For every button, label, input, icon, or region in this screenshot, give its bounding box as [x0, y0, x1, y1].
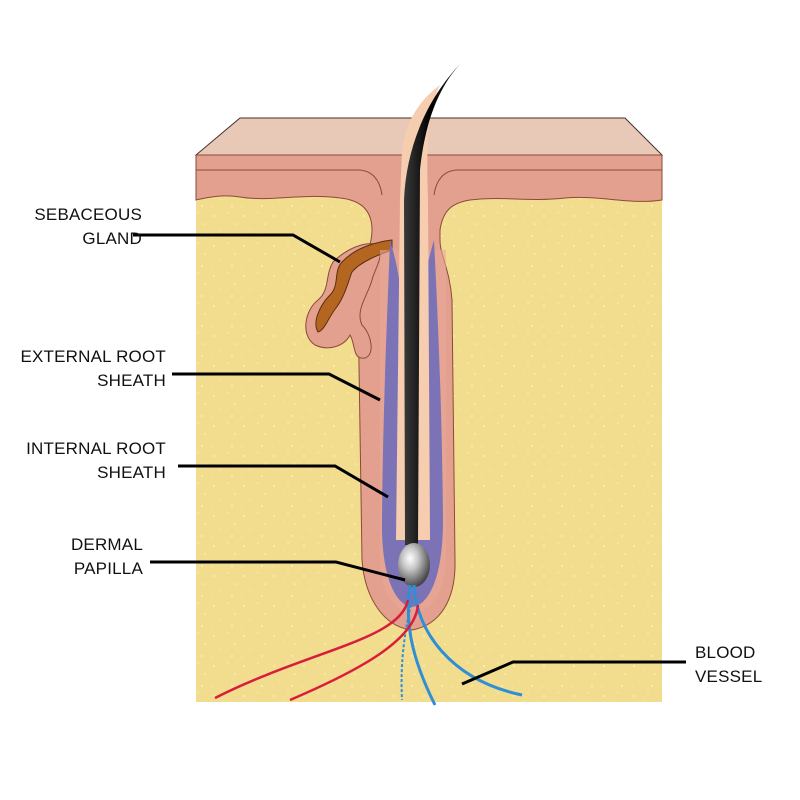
- label-sebaceous-gland: SEBACEOUS GLAND: [20, 203, 142, 251]
- label-external-root-sheath-line1: EXTERNAL ROOT: [18, 345, 166, 369]
- label-internal-root-sheath: INTERNAL ROOT SHEATH: [18, 437, 166, 485]
- label-external-root-sheath: EXTERNAL ROOT SHEATH: [18, 345, 166, 393]
- label-dermal-papilla-line1: DERMAL: [30, 533, 143, 557]
- label-dermal-papilla-line2: PAPILLA: [30, 557, 143, 581]
- label-blood-vessel-line1: BLOOD: [695, 641, 785, 665]
- label-sebaceous-gland-line1: SEBACEOUS: [20, 203, 142, 227]
- label-internal-root-sheath-line2: SHEATH: [18, 461, 166, 485]
- label-blood-vessel: BLOOD VESSEL: [695, 641, 785, 689]
- label-blood-vessel-line2: VESSEL: [695, 665, 785, 689]
- label-external-root-sheath-line2: SHEATH: [18, 369, 166, 393]
- label-sebaceous-gland-line2: GLAND: [20, 227, 142, 251]
- label-internal-root-sheath-line1: INTERNAL ROOT: [18, 437, 166, 461]
- label-dermal-papilla: DERMAL PAPILLA: [30, 533, 143, 581]
